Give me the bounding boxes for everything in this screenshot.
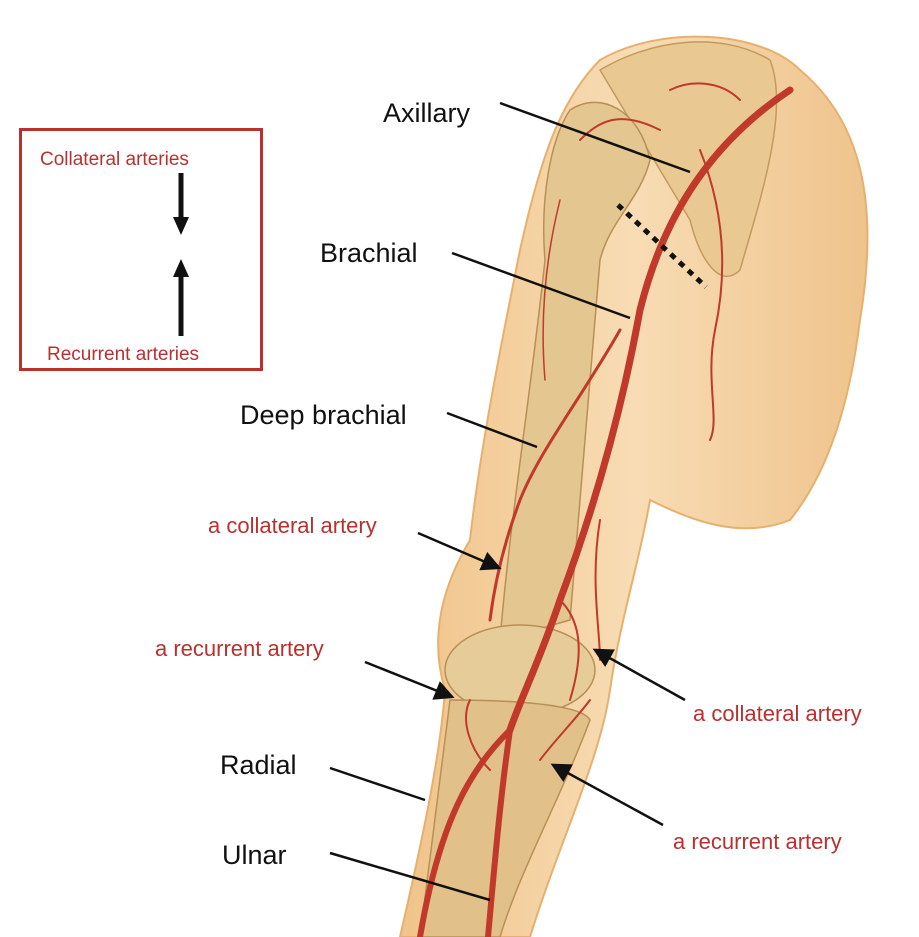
label-ulnar: Ulnar <box>222 840 287 870</box>
radial-leader <box>329 766 426 802</box>
axillary-brachial-artery <box>506 86 794 734</box>
humerus-bone <box>499 101 651 642</box>
label-collateral-left: a collateral artery <box>208 513 377 538</box>
label-recurrent-left: a recurrent artery <box>155 636 324 661</box>
collateral-right-arrow <box>592 648 686 702</box>
legend-arrows <box>173 173 189 336</box>
radial-artery <box>417 727 513 937</box>
legend-recurrent-label: Recurrent arteries <box>47 344 200 365</box>
arteries <box>417 82 794 937</box>
recurrent-right-arrow <box>550 763 664 827</box>
label-axillary: Axillary <box>383 98 471 128</box>
ulnar-artery <box>485 727 513 937</box>
label-brachial: Brachial <box>320 238 418 268</box>
deep-brachial-artery <box>488 328 622 622</box>
brachial-leader <box>451 251 631 320</box>
deep-brachial-leader <box>446 411 538 449</box>
ulnar-leader <box>329 851 491 902</box>
label-deep-brachial: Deep brachial <box>240 400 407 430</box>
label-collateral-right: a collateral artery <box>693 701 862 726</box>
scapula <box>598 41 778 277</box>
axillary-leader <box>499 101 691 174</box>
legend-collateral-label: Collateral arteries <box>40 149 189 170</box>
forearm-bones <box>419 699 591 937</box>
axillary-brachial-boundary <box>616 203 708 289</box>
collateral-left-arrow <box>417 531 502 571</box>
legend-box: Collateral arteries Recurrent arteries <box>19 128 263 371</box>
label-radial: Radial <box>220 750 297 780</box>
label-recurrent-right: a recurrent artery <box>673 829 842 854</box>
recurrent-left-arrow <box>364 660 455 700</box>
